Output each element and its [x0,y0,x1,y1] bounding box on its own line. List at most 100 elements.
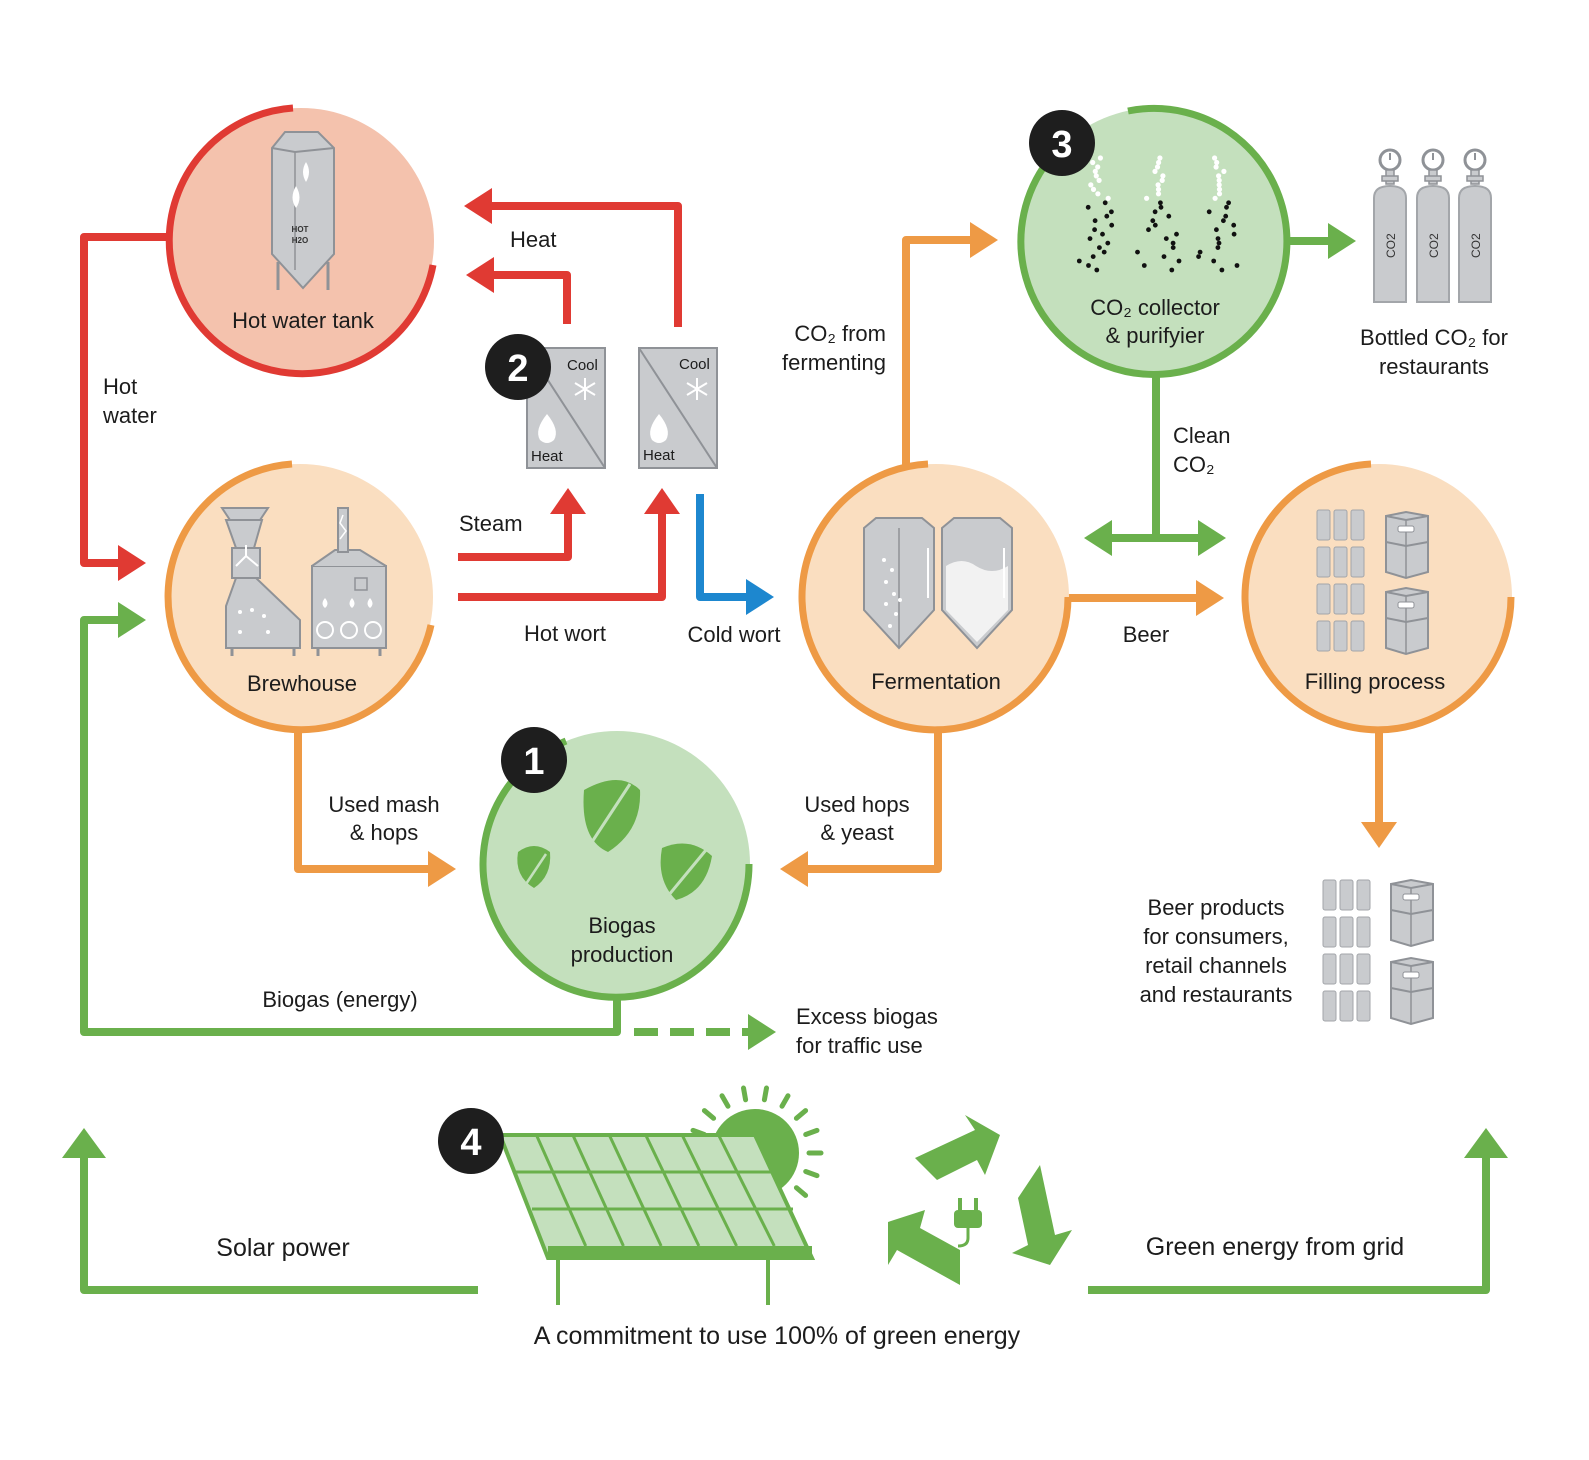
co2-fermenting-label-1: CO₂ from [794,321,886,346]
cold-wort-arrow [696,494,748,601]
co2-bubble [1211,258,1217,264]
tank-text-1: HOT [292,225,309,234]
co2-bubble [1213,164,1219,170]
co2-bubble [1216,191,1223,197]
steam-label: Steam [459,511,523,536]
co2-bubble [1223,213,1229,219]
co2-bubble [1086,263,1091,268]
solar-power-label: Solar power [216,1234,349,1262]
cold-wort-label: Cold wort [688,622,781,647]
cylinder-label-2: CO2 [1427,233,1441,258]
co2-bubble [1231,231,1237,237]
co2-bubble [1216,186,1223,192]
hot-water-arrow [80,233,168,567]
co2-bubble [1109,209,1114,215]
co2-fermenting-label-2: fermenting [782,350,886,375]
brewhouse-label: Brewhouse [247,671,357,696]
co2-bubble [1212,195,1218,201]
beer-products-label-1: Beer products [1148,895,1285,920]
co2-bubble [1216,177,1222,183]
co2-bubble [1090,159,1096,166]
heat-arrow-upper [490,202,682,327]
co2-bubble [1087,236,1093,242]
co2-bubble [1216,182,1222,188]
co2-bubble [1163,236,1169,242]
badge-3-number: 3 [1051,124,1072,166]
solar-panel-icon [497,1133,816,1305]
biogas-production-node: Biogas production [479,731,753,1001]
co2-bubble [1152,209,1158,215]
co2-bubble [1219,267,1225,273]
used-hops-label-1: Used hops [804,792,909,817]
co2-bubble [1170,240,1176,246]
hx2-heat-label: Heat [643,447,676,464]
co2-collector-label-2: & purifyier [1105,323,1204,348]
sun-ray [793,1185,809,1198]
co2-bubble [1135,249,1140,255]
co2-bubble [1092,227,1097,233]
used-mash-label-2: & hops [350,820,419,845]
co2-bubble [1234,263,1240,268]
co2-bubble [1104,213,1110,219]
co2-collector-label-1: CO₂ collector [1090,295,1220,320]
flame-icon [538,414,556,443]
steam-arrow [458,512,572,561]
co2-bubble [1100,231,1105,237]
excess-biogas-label-2: for traffic use [796,1033,923,1058]
co2-bubble [1144,195,1150,201]
co2-bubble [1166,213,1172,219]
badge-2: 2 [485,334,551,400]
co2-bubble [1088,182,1094,188]
heat-exchanger-1: Cool Heat [526,347,606,469]
co2-bubble [1161,254,1167,259]
biogas-label-2: production [571,942,674,967]
co2-bubble [1093,173,1099,179]
co2-bubble [1224,204,1229,210]
hx1-cool-label: Cool [567,357,598,374]
co2-bubble [1155,182,1161,188]
co2-bubble [1076,258,1082,264]
co2-bubble [1221,218,1226,224]
co2-bubble [1216,173,1222,179]
used-mash-label-1: Used mash [328,792,439,817]
flame-icon [650,414,668,443]
co2-bubble [1109,222,1115,228]
biogas-energy-label: Biogas (energy) [262,987,417,1012]
co2-bubble [1215,236,1221,242]
co2-bubble [1154,164,1161,170]
biogas-energy-arrow [80,616,621,1036]
hot-water-tank-label: Hot water tank [232,308,375,333]
co2-bubble [1150,218,1156,224]
filling-process-node: Filling process [1241,460,1515,734]
co2-bubble [1096,177,1102,183]
co2-bubble [1174,231,1179,237]
tank-icon: HOT H2O [271,131,335,290]
co2-bubble [1094,267,1100,273]
biogas-label-1: Biogas [588,913,655,938]
co2-bubble [1141,263,1147,268]
co2-bubble [1152,222,1158,228]
co2-bubble [1092,218,1098,224]
snowflake-icon [574,378,596,400]
sun-ray [701,1108,717,1121]
solar-power-arrow [80,1156,478,1294]
badge-4: 4 [438,1108,504,1174]
badge-2-number: 2 [507,348,528,390]
co2-bubble [1146,227,1151,233]
co2-bubble [1221,168,1227,174]
co2-bubble [1214,227,1219,233]
co2-bubble [1158,204,1164,210]
co2-bubble [1170,245,1176,251]
co2-bubble [1226,200,1231,206]
heat-label: Heat [510,227,556,252]
badge-1-number: 1 [523,741,544,783]
cylinder-label-1: CO2 [1384,233,1398,258]
sun-ray [719,1093,731,1109]
hot-water-label-1: Hot [103,374,137,399]
co2-bubble [1159,177,1165,183]
beer-products-label-4: and restaurants [1140,982,1293,1007]
used-hops-arrow [806,733,942,873]
co2-fermenting-arrow [902,236,972,466]
badge-1: 1 [501,727,567,793]
